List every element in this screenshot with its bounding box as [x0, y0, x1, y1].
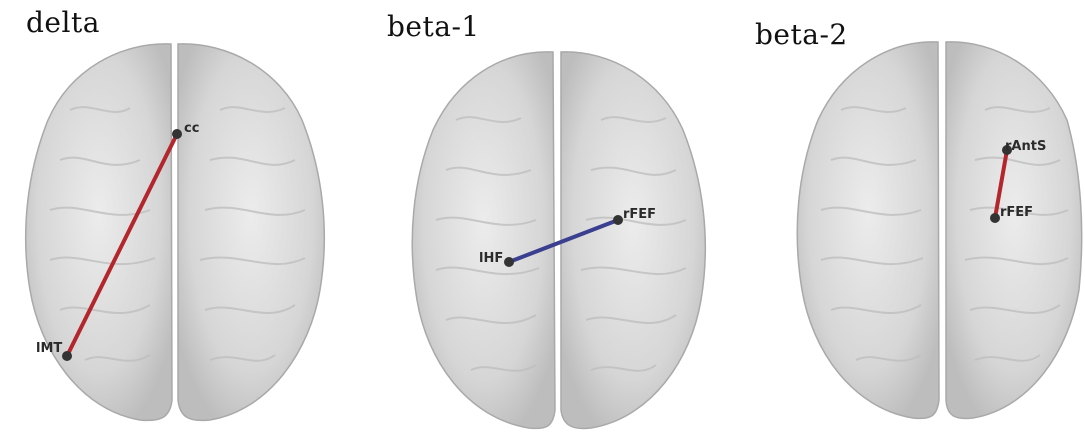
right-hemisphere	[561, 52, 705, 429]
node-dot-icon	[504, 257, 514, 267]
node-dot-icon	[990, 213, 1000, 223]
left-hemisphere	[26, 44, 172, 421]
brain-top-view: lHF rFEF	[361, 0, 723, 438]
node-label: rAntS	[1005, 139, 1046, 154]
panel-beta-2: beta-2 rAntS rFEF	[723, 0, 1085, 438]
node-label: cc	[184, 121, 199, 136]
right-hemisphere	[946, 42, 1082, 419]
panel-beta-1: beta-1 lHF rFEF	[361, 0, 723, 438]
node-label: rFEF	[1000, 205, 1033, 220]
node-dot-icon	[62, 351, 72, 361]
node-dot-icon	[172, 129, 182, 139]
panel-delta: delta	[0, 0, 361, 438]
brain-top-view: cc lMT	[0, 0, 361, 438]
node-label: lHF	[479, 251, 503, 266]
right-hemisphere	[178, 44, 324, 421]
node-dot-icon	[613, 215, 623, 225]
brain-top-view: rAntS rFEF	[723, 0, 1085, 438]
left-hemisphere	[797, 42, 939, 419]
node-label: rFEF	[623, 207, 656, 222]
left-hemisphere	[412, 52, 555, 429]
node-label: lMT	[36, 341, 62, 356]
